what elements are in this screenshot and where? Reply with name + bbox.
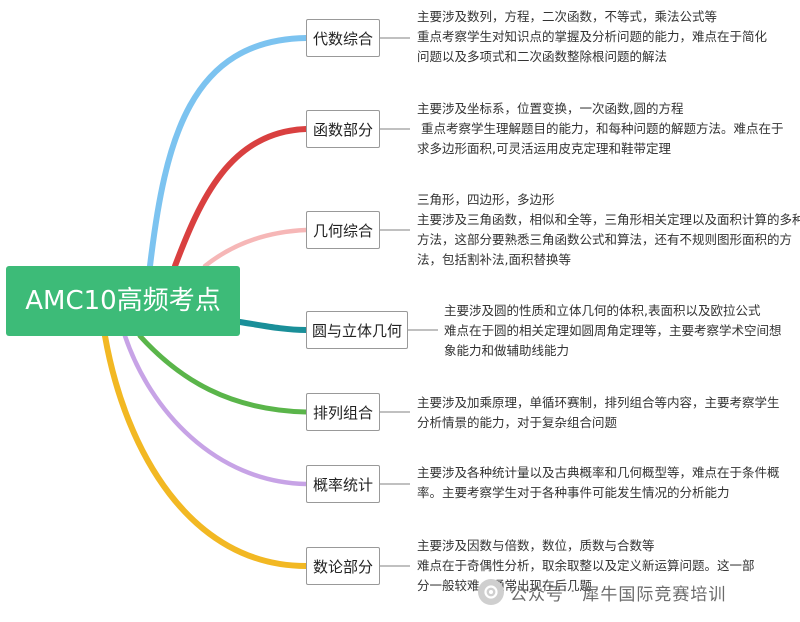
- description-combinatorics: 主要涉及加乘原理，单循环赛制，排列组合等内容，主要考察学生 分析情景的能力，对于…: [417, 393, 780, 433]
- description-circles-solid-geometry: 主要涉及圆的性质和立体几何的体积,表面积以及欧拉公式 难点在于圆的相关定理如圆周…: [444, 301, 782, 361]
- watermark-separator: ·: [570, 582, 577, 602]
- branch-line: [237, 319, 309, 333]
- branch-line: [102, 333, 309, 569]
- topic-node-probability-statistics: 概率统计: [306, 465, 380, 503]
- branch-line: [137, 333, 309, 415]
- description-line: 难点在于奇偶性分析，取余取整以及定义新运算问题。这一部: [417, 558, 755, 573]
- description-line: 方法，这部分要熟悉三角函数公式和算法，还有不规则图形面积的方: [417, 232, 793, 247]
- branch-line: [172, 126, 309, 269]
- description-probability-statistics: 主要涉及各种统计量以及古典概率和几何概型等，难点在于条件概 率。主要考察学生对于…: [417, 463, 780, 503]
- topic-node-number-theory: 数论部分: [306, 547, 380, 585]
- description-line: 求多边形面积,可灵活运用皮克定理和鞋带定理: [417, 141, 671, 156]
- watermark: 公众号 · 犀牛国际竞赛培训: [478, 577, 726, 607]
- topic-node-combinatorics: 排列组合: [306, 393, 380, 431]
- topic-node-functions: 函数部分: [306, 110, 380, 148]
- description-line: 问题以及多项式和二次函数整除根问题的解法: [417, 49, 668, 64]
- description-line: 重点考察学生对知识点的掌握及分析问题的能力，难点在于简化: [417, 29, 768, 44]
- description-line: 象能力和做辅助线能力: [444, 343, 570, 358]
- description-line: 率。主要考察学生对于各种事件可能发生情况的分析能力: [417, 485, 730, 500]
- description-line: 重点考察学生理解题目的能力，和每种问题的解题方法。难点在于: [417, 121, 784, 136]
- watermark-platform: 公众号: [510, 584, 564, 605]
- description-line: 难点在于圆的相关定理如圆周角定理等，主要考察学术空间想: [444, 323, 782, 338]
- branch-line: [122, 333, 309, 487]
- description-line: 法，包括割补法,面积替换等: [417, 252, 571, 267]
- description-line: 主要涉及坐标系，位置变换，一次函数,圆的方程: [417, 101, 684, 116]
- topic-node-algebra: 代数综合: [306, 19, 380, 57]
- root-node: AMC10高频考点: [6, 266, 240, 336]
- description-number-theory: 主要涉及因数与倍数，数位，质数与合数等 难点在于奇偶性分析，取余取整以及定义新运…: [417, 536, 755, 596]
- topic-node-geometry: 几何综合: [306, 211, 380, 249]
- description-line: 主要涉及数列，方程，二次函数，不等式，乘法公式等: [417, 9, 718, 24]
- description-line: 分一般较难，通常出现在后几题: [417, 578, 593, 593]
- description-line: 主要涉及各种统计量以及古典概率和几何概型等，难点在于条件概: [417, 465, 780, 480]
- description-geometry: 三角形，四边形，多边形 主要涉及三角函数，相似和全等，三角形相关定理以及面积计算…: [417, 190, 800, 270]
- description-line: 主要涉及圆的性质和立体几何的体积,表面积以及欧拉公式: [444, 303, 761, 318]
- description-algebra: 主要涉及数列，方程，二次函数，不等式，乘法公式等 重点考察学生对知识点的掌握及分…: [417, 7, 767, 67]
- branch-line: [202, 227, 309, 269]
- description-line: 主要涉及因数与倍数，数位，质数与合数等: [417, 538, 655, 553]
- description-line: 主要涉及三角函数，相似和全等，三角形相关定理以及面积计算的多种: [417, 212, 800, 227]
- description-line: 分析情景的能力，对于复杂组合问题: [417, 415, 618, 430]
- description-functions: 主要涉及坐标系，位置变换，一次函数,圆的方程 重点考察学生理解题目的能力，和每种…: [417, 99, 783, 159]
- topic-node-circles-solid-geometry: 圆与立体几何: [306, 311, 408, 349]
- description-line: 三角形，四边形，多边形: [417, 192, 555, 207]
- wechat-official-account-icon: [478, 579, 504, 605]
- description-line: 主要涉及加乘原理，单循环赛制，排列组合等内容，主要考察学生: [417, 395, 780, 410]
- branch-line: [147, 35, 309, 269]
- watermark-account: 犀牛国际竞赛培训: [582, 584, 727, 605]
